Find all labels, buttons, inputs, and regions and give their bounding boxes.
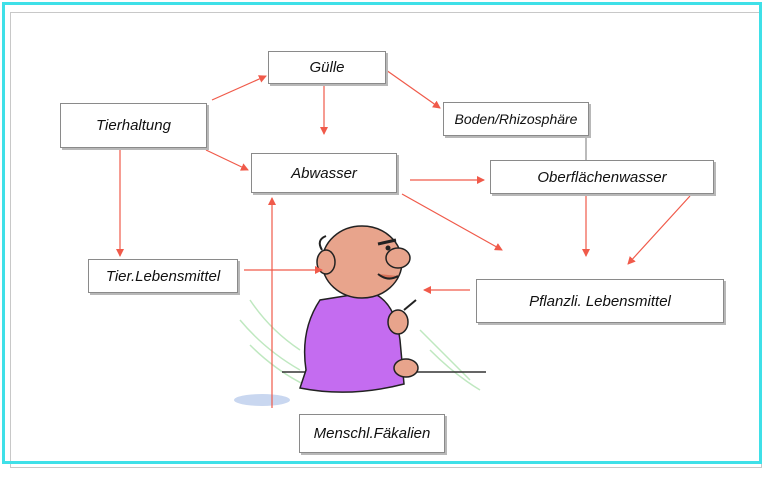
arrow-abwasser-pflanzl: [401, 193, 503, 251]
diagram-frame: [2, 2, 762, 464]
node-pflanzl-lebensmittel: Pflanzli. Lebensmittel: [476, 279, 724, 323]
node-boden-rhizosphaere: Boden/Rhizosphäre: [443, 102, 589, 136]
arrow-guelle-boden: [385, 69, 441, 109]
raised-hand: [387, 309, 409, 335]
arrow-tierhaltung-abwasser: [205, 149, 249, 171]
shirt: [299, 291, 405, 393]
node-guelle: Gülle: [268, 51, 386, 84]
node-abwasser: Abwasser: [251, 153, 397, 193]
arrow-tierhaltung-guelle: [211, 75, 267, 101]
node-tierhaltung: Tierhaltung: [60, 103, 207, 148]
node-oberflaechenwasser: Oberflächenwasser: [490, 160, 714, 194]
shadow: [234, 394, 290, 406]
node-tier-lebensmittel: Tier.Lebensmittel: [88, 259, 238, 293]
resting-hand: [393, 358, 419, 378]
nose: [385, 247, 411, 269]
node-menschl-faekalien: Menschl.Fäkalien: [299, 414, 445, 453]
arrow-oberflaechenwasser-pflanzl-2: [627, 195, 691, 265]
